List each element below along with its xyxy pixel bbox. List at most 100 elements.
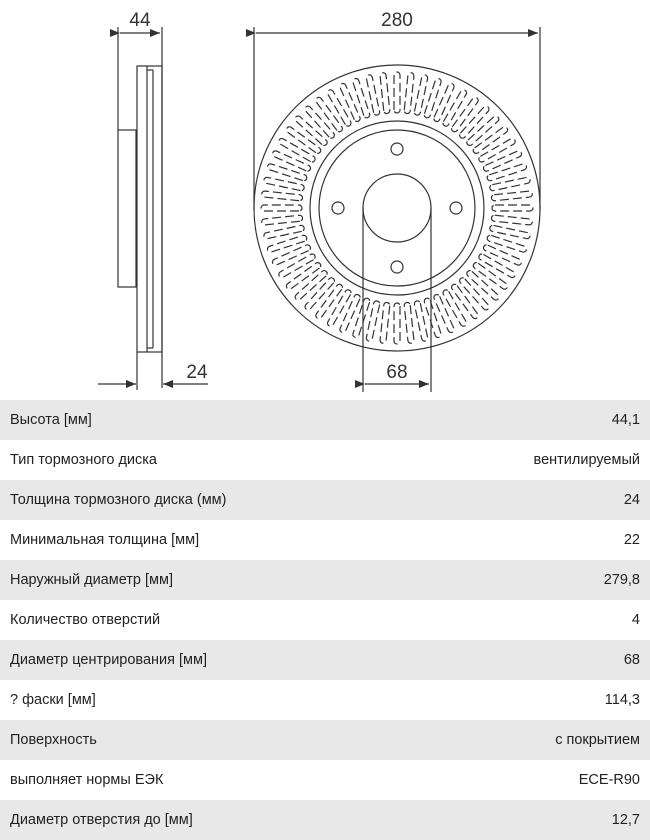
vent-slot: [482, 150, 523, 172]
vent-slot: [482, 244, 523, 266]
vent-slot: [294, 269, 328, 301]
vent-slot: [285, 262, 322, 290]
vent-slot: [266, 163, 308, 182]
vent-slot: [451, 96, 479, 133]
bolt-hole: [331, 201, 345, 215]
vent-slot: [304, 277, 336, 311]
vent-slot: [433, 293, 455, 334]
vent-slot: [413, 300, 429, 342]
vent-slot: [263, 224, 305, 240]
spec-row: ? фаски [мм]114,3: [0, 680, 650, 720]
vent-slot: [442, 89, 468, 127]
vent-slot: [365, 74, 381, 116]
spec-row: Диаметр центрирования [мм] 68: [0, 640, 650, 680]
vent-slot: [491, 204, 534, 212]
vent-slot: [423, 77, 442, 119]
vent-slot: [263, 176, 305, 192]
center-bore: [362, 173, 432, 243]
spec-label: выполняет нормы ЕЭК: [10, 772, 164, 788]
vent-slot: [486, 163, 528, 182]
spec-row: Количество отверстий 4: [0, 600, 650, 640]
spec-row: Тип тормозного диска вентилируемый: [0, 440, 650, 480]
vent-slot: [365, 300, 381, 342]
vent-slot: [489, 224, 531, 240]
spec-value: 4: [631, 612, 640, 628]
vent-slot: [379, 301, 391, 344]
spec-label: Диаметр центрирования [мм]: [10, 652, 208, 668]
spec-label: Высота [мм]: [10, 412, 92, 428]
vent-slot: [478, 137, 516, 163]
vent-slot: [486, 234, 528, 253]
spec-label: Толщина тормозного диска (мм): [10, 492, 227, 508]
spec-row: Поверхность с покрытием: [0, 720, 650, 760]
spec-label: Минимальная толщина [мм]: [10, 532, 200, 548]
vent-slot: [315, 96, 343, 133]
spec-row: Наружный диаметр [мм] 279,8: [0, 560, 650, 600]
vent-slot: [261, 214, 304, 226]
spec-label: Тип тормозного диска: [10, 452, 157, 468]
vent-slot: [379, 72, 391, 115]
vent-slot: [490, 214, 533, 226]
spec-label: Количество отверстий: [10, 612, 161, 628]
vent-slot: [413, 74, 429, 116]
bolt-hole: [390, 142, 404, 156]
vent-slot: [266, 234, 308, 253]
vent-slot: [433, 82, 455, 123]
inner-ring-outer: [309, 120, 485, 296]
vent-slot: [326, 289, 352, 327]
spec-value: с покрытием: [555, 732, 640, 748]
vent-slot: [489, 176, 531, 192]
spec-row: Толщина тормозного диска (мм) 24: [0, 480, 650, 520]
brake-disc-drawing: 44 24 280 68: [0, 0, 650, 400]
spec-label: Диаметр отверстия до [мм]: [10, 812, 193, 828]
vent-slot: [315, 283, 343, 320]
vent-slot: [285, 126, 322, 154]
spec-value: 22: [623, 532, 640, 548]
spec-row: Минимальная толщина [мм] 22: [0, 520, 650, 560]
vent-slot: [403, 72, 415, 115]
vent-slot: [294, 115, 328, 147]
vent-slot: [466, 115, 500, 147]
vent-slot: [326, 89, 352, 127]
inner-ring-inner: [318, 129, 476, 287]
side-view: [98, 27, 208, 390]
spec-value: 68: [623, 652, 640, 668]
vent-slot: [458, 277, 490, 311]
spec-value: 114,3: [604, 692, 640, 708]
dim-height-label: 44: [129, 10, 151, 31]
spec-row: выполняет нормы ЕЭК ECE-R90: [0, 760, 650, 800]
vent-slot: [466, 269, 500, 301]
spec-label: Поверхность: [10, 732, 97, 748]
vent-slot: [339, 82, 361, 123]
dim-center-label: 68: [386, 362, 407, 383]
spec-value: 24: [623, 492, 640, 508]
spec-value: ECE-R90: [578, 772, 640, 788]
vent-slot: [393, 302, 401, 345]
spec-label: Наружный диаметр [мм]: [10, 572, 174, 588]
dim-thickness-label: 24: [186, 362, 208, 383]
vent-slot: [339, 293, 361, 334]
vent-slot: [278, 137, 316, 163]
vent-slot: [393, 71, 401, 114]
bolt-hole: [390, 260, 404, 274]
vent-slot: [458, 105, 490, 139]
vent-slot: [271, 244, 312, 266]
spec-value: вентилируемый: [533, 452, 640, 468]
vent-slot: [261, 190, 304, 202]
vent-slot: [490, 190, 533, 202]
spec-value: 12,7: [611, 812, 640, 828]
technical-drawing-svg: 44 24 280 68: [98, 10, 541, 392]
vent-slot: [472, 262, 509, 290]
vent-slot: [442, 289, 468, 327]
disc-side: [136, 65, 163, 353]
vent-slot: [278, 253, 316, 279]
vent-slot: [472, 126, 509, 154]
front-view: [246, 27, 541, 392]
vent-slot: [304, 105, 336, 139]
vent-slot: [260, 204, 303, 212]
vent-slot: [423, 297, 442, 339]
vent-slot: [352, 297, 371, 339]
hub-side: [117, 129, 137, 288]
spec-value: 279,8: [603, 572, 640, 588]
